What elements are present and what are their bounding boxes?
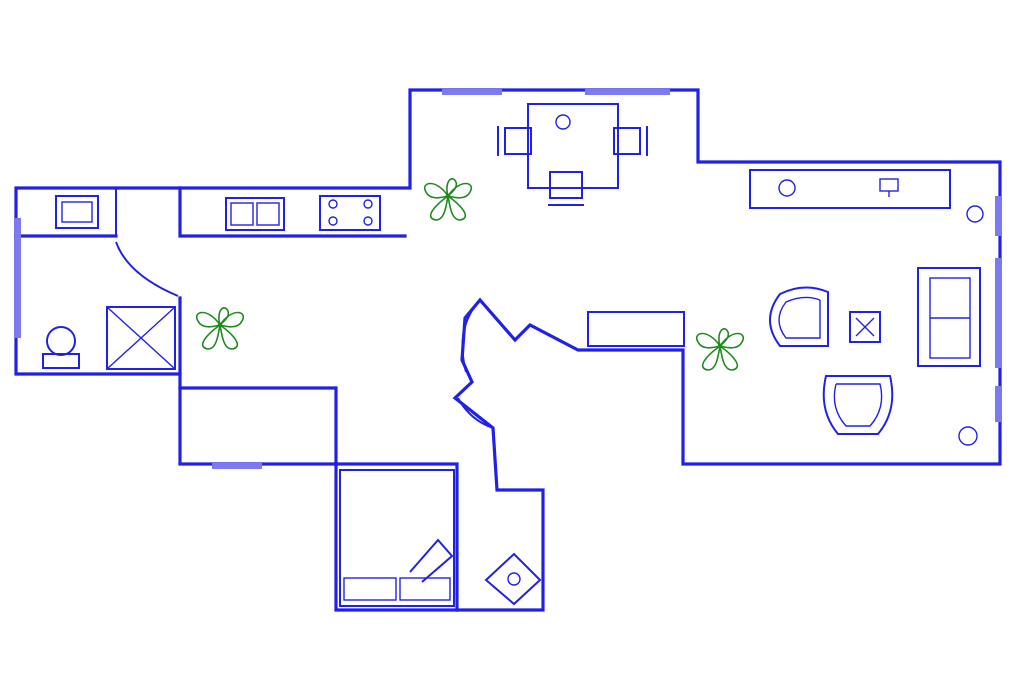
shower: [106, 306, 176, 370]
bed-frame: [339, 469, 455, 607]
table-lamp: [555, 114, 571, 130]
outer-walls: [14, 88, 1002, 612]
outer-wall-main: [14, 88, 1002, 612]
stove: [319, 195, 381, 231]
coffee-table: [849, 311, 881, 343]
plant-icon: [423, 178, 473, 221]
tv-set: [879, 178, 899, 192]
pillow-left: [343, 577, 397, 601]
coffee-table-top: [849, 311, 881, 343]
burner: [328, 216, 338, 226]
dining-chair: [613, 126, 648, 156]
living-room: [587, 169, 984, 446]
burner: [363, 199, 373, 209]
armchair: [769, 286, 829, 347]
nightstand: [484, 552, 542, 606]
bedroom: [339, 469, 542, 607]
bedroom-door-swing: [457, 397, 494, 429]
console-body: [749, 169, 951, 209]
sink: [225, 197, 285, 231]
bathroom: [42, 306, 176, 370]
nightstand-lamp: [507, 572, 521, 586]
armchair-seat: [778, 296, 821, 339]
tv-console: [749, 169, 951, 209]
pillow-right: [399, 577, 451, 601]
plant-icon: [195, 307, 245, 350]
chair-seat: [613, 127, 641, 155]
burner: [328, 199, 338, 209]
burner: [363, 216, 373, 226]
armchair: [822, 375, 894, 435]
bedroom-wall: [334, 462, 459, 612]
chair-seat: [504, 127, 532, 155]
armchair-frame: [769, 286, 829, 347]
nightstand-top: [484, 552, 542, 606]
entry-door-swing: [461, 301, 479, 373]
coffee-table-cross: [855, 317, 875, 337]
doors: [115, 241, 494, 429]
dining-area: [497, 103, 648, 206]
sofa: [917, 267, 981, 367]
armchair-frame: [822, 375, 894, 435]
kitchen-counter-wall: [14, 186, 407, 238]
floor-lamp: [958, 426, 978, 446]
armchair-seat: [833, 383, 883, 427]
oven-body: [55, 195, 99, 229]
sink-body: [225, 197, 285, 231]
toilet: [42, 326, 80, 369]
oven: [55, 195, 99, 229]
desk: [587, 311, 685, 347]
shower-tray: [106, 306, 176, 370]
kitchen: [55, 195, 381, 231]
floor-lamp: [966, 205, 984, 223]
toilet-bowl: [46, 326, 76, 356]
oven-window: [61, 201, 93, 223]
sink-basin-left: [230, 202, 254, 226]
bed-sheet-fold: [409, 538, 454, 583]
stove-body: [319, 195, 381, 231]
bathroom-door-swing: [115, 241, 179, 297]
chair-seat: [549, 171, 583, 199]
dining-chair: [497, 126, 532, 156]
bathroom-wall: [178, 296, 338, 466]
toilet-tank: [42, 353, 80, 369]
sink-basin-right: [256, 202, 280, 226]
bed: [339, 469, 455, 607]
windows: [15, 89, 1001, 469]
shower-drain-lines: [106, 306, 176, 370]
dining-table: [527, 103, 619, 189]
sofa-frame: [917, 267, 981, 367]
plant-icon: [695, 328, 745, 371]
console-lamp: [778, 179, 796, 197]
dining-chair: [548, 171, 584, 206]
